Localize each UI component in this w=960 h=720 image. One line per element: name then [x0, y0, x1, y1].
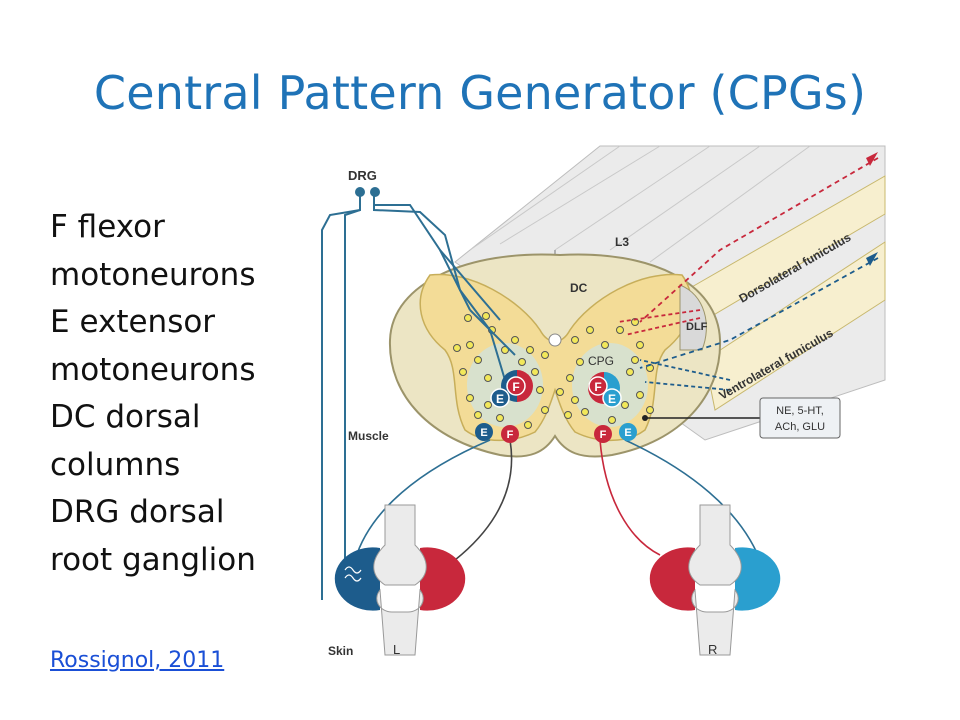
- motoneuron-label-f: F: [512, 380, 519, 394]
- neuromod-line1: NE, 5-HT,: [776, 405, 824, 417]
- legend-line: motoneurons: [50, 256, 256, 293]
- right-knee-joint: R: [649, 504, 781, 657]
- legend-line: F flexor: [50, 209, 165, 245]
- muscle-label: Muscle: [348, 429, 389, 443]
- right-limb-label: R: [708, 642, 717, 657]
- neuromod-line2: ACh, GLU: [775, 421, 825, 433]
- legend-line: motoneurons: [50, 351, 256, 388]
- motoneuron-label-e: E: [608, 392, 616, 406]
- legend-line: columns: [50, 446, 181, 483]
- abbreviation-legend: F flexor motoneurons E extensor motoneur…: [50, 204, 290, 584]
- efferent-nerves: [354, 439, 761, 561]
- citation-link[interactable]: Rossignol, 2011: [50, 648, 225, 673]
- neuromodulator-callout: NE, 5-HT, ACh, GLU: [642, 397, 841, 439]
- left-limb-label: L: [393, 642, 400, 657]
- drg-ganglion-icon: [355, 187, 380, 197]
- slide-title: Central Pattern Generator (CPGs): [93, 66, 867, 120]
- left-knee-joint: L: [334, 504, 466, 657]
- spinal-cord-cross-section: [388, 253, 722, 458]
- legend-line: DC dorsal: [50, 399, 201, 435]
- cpg-label: CPG: [588, 354, 614, 368]
- descending-pathways: [617, 152, 879, 391]
- legend-line: E extensor: [50, 304, 216, 340]
- drg-label: DRG: [348, 168, 377, 183]
- l3-label: L3: [615, 235, 629, 249]
- legend-line: DRG dorsal: [50, 494, 225, 530]
- legend-line: root ganglion: [50, 541, 256, 578]
- motoneuron-label-f: F: [594, 380, 601, 394]
- motoneuron-label-f: F: [507, 429, 514, 441]
- dc-label: DC: [570, 281, 588, 295]
- skin-label: Skin: [328, 644, 353, 658]
- left-motoneuron-pair: E F E F: [475, 370, 533, 443]
- motoneuron-label-e: E: [624, 427, 631, 439]
- motoneuron-label-e: E: [496, 392, 504, 406]
- motoneuron-label-f: F: [600, 429, 607, 441]
- right-motoneuron-pair: F E F E: [588, 372, 637, 443]
- dlf-label: DLF: [686, 321, 708, 333]
- motoneuron-label-e: E: [480, 427, 487, 439]
